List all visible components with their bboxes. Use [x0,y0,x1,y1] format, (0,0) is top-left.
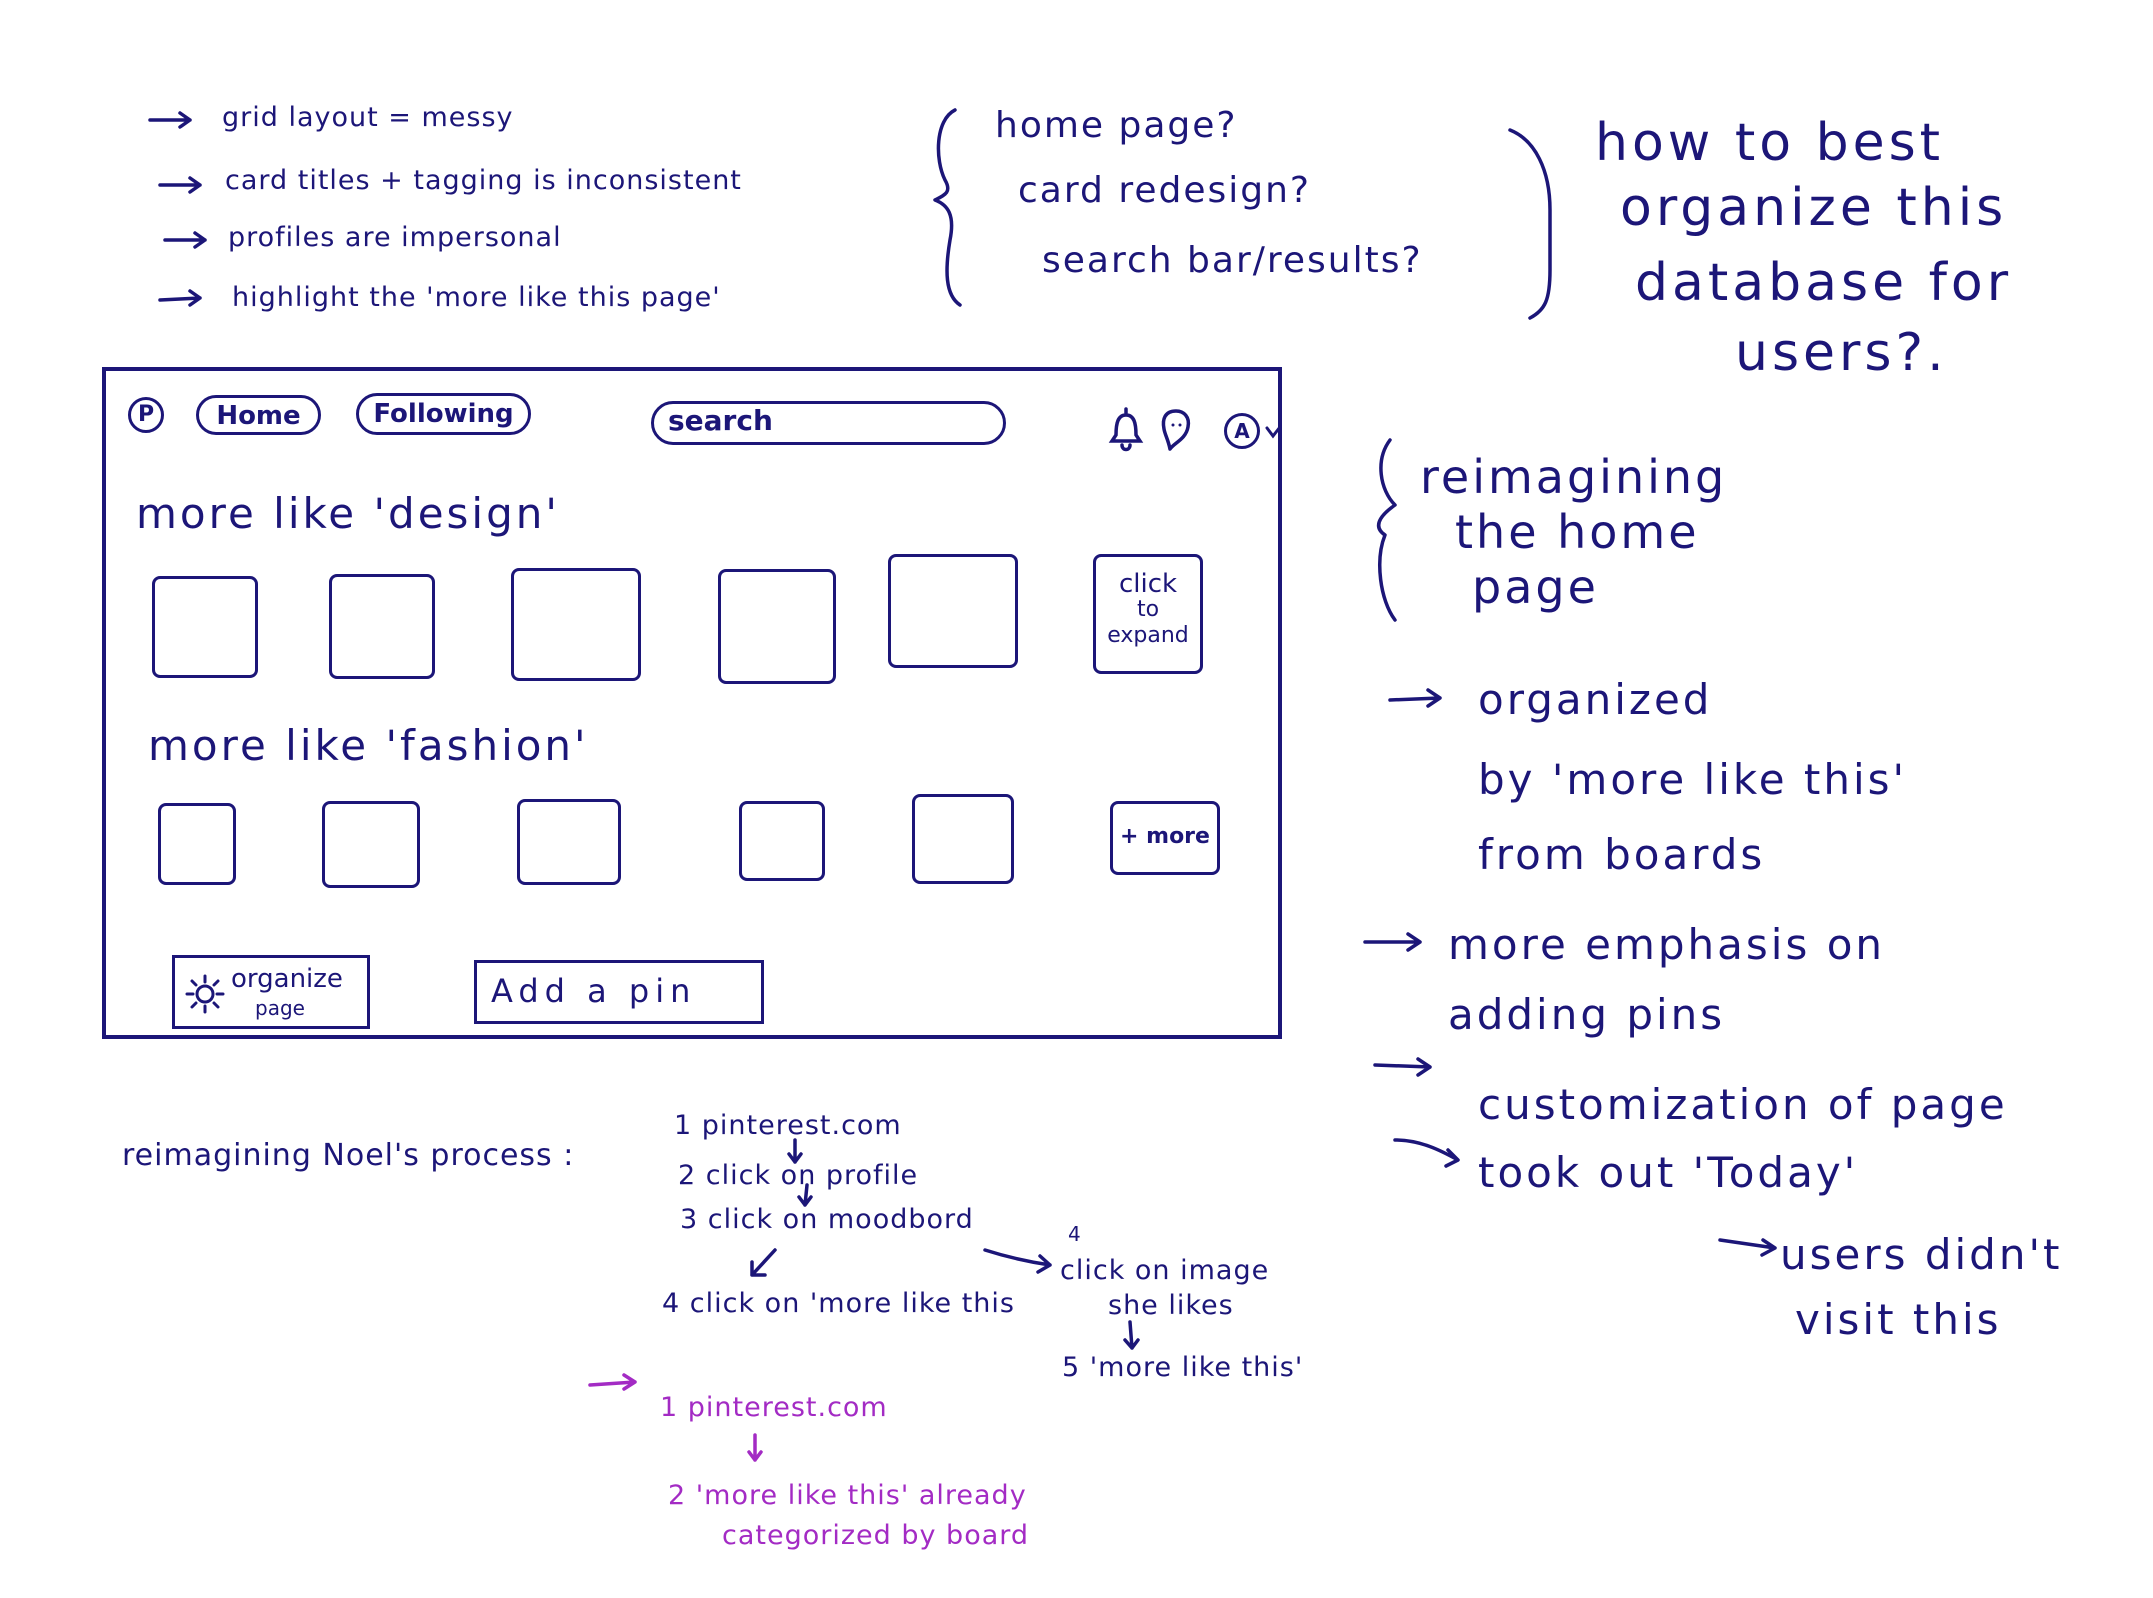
process-step-4b: she likes [1108,1290,1234,1321]
arrow-right-icon [588,1373,637,1391]
nav-following-button[interactable]: Following [356,393,531,435]
expand-card-label: expand [1107,623,1189,648]
arrow-down-icon [1123,1320,1140,1350]
pin-card[interactable] [912,794,1014,884]
pin-card[interactable] [511,568,641,681]
more-card-label: + more [1120,824,1210,849]
wireframe-frame: P Home Following search A more like 'des… [102,367,1282,1039]
organize-label: organize [231,964,343,994]
pin-card[interactable] [322,801,420,888]
big-question-line-2: organize this [1620,178,2008,238]
note-organized: by 'more like this' [1478,755,1908,804]
right-bracket-icon [1508,128,1552,320]
more-card[interactable]: + more [1110,801,1220,875]
organize-page-button[interactable]: organize page [172,955,370,1029]
pin-card[interactable] [158,803,236,885]
question-home-page: home page? [995,105,1238,146]
note-grid-layout: grid layout = messy [222,102,514,133]
process-step-1: 1 pinterest.com [674,1110,902,1141]
expand-card-label: to [1136,597,1160,622]
bell-icon[interactable] [1106,405,1146,455]
process-step-4b: click on image [1060,1255,1270,1286]
section-title-design: more like 'design' [136,489,560,538]
new-step-2: categorized by board [722,1520,1030,1551]
gear-icon [185,974,225,1014]
arrow-right-icon [1718,1238,1777,1257]
process-label: reimagining Noel's process : [122,1138,575,1173]
add-pin-button[interactable]: Add a pin [474,960,764,1024]
left-brace-icon [1377,438,1397,622]
arrow-right-icon [1363,932,1422,952]
note-profiles: profiles are impersonal [228,222,562,253]
reimagining-line-2: the home [1455,505,1700,559]
arrow-right-icon [158,289,202,307]
process-step-4a: 4 click on 'more like this [662,1288,1015,1319]
note-users-didnt: visit this [1795,1295,2002,1344]
section-title-fashion: more like 'fashion' [148,721,589,770]
pin-card[interactable] [718,569,836,684]
arrow-right-icon [1393,1138,1460,1168]
note-card-titles: card titles + tagging is inconsistent [225,165,742,196]
arrow-right-icon [163,231,207,249]
arrow-down-icon [787,1138,803,1164]
arrow-down-icon [797,1183,813,1207]
note-organized: from boards [1478,830,1766,879]
process-step-5: 5 'more like this' [1062,1352,1304,1383]
reimagining-line-3: page [1472,560,1599,614]
arrow-right-icon [148,111,192,129]
arrow-down-left-icon [750,1248,777,1277]
chat-bubble-icon[interactable] [1156,405,1196,455]
pin-card[interactable] [152,576,258,678]
logo-icon[interactable]: P [128,397,164,433]
note-highlight: highlight the 'more like this page' [232,282,721,313]
arrow-right-icon [158,176,202,194]
note-emphasis: adding pins [1448,990,1726,1039]
process-step-3: 3 click on moodbord [680,1204,974,1235]
chevron-down-icon[interactable] [1264,423,1284,443]
new-step-1: 1 pinterest.com [660,1392,888,1423]
reimagining-line-1: reimagining [1420,450,1728,504]
big-question-line-1: how to best [1595,113,1945,173]
left-brace-icon [933,108,962,307]
process-step-2: 2 click on profile [678,1160,919,1191]
arrow-down-right-icon [983,1248,1052,1274]
question-search-bar: search bar/results? [1042,240,1423,281]
new-step-2: 2 'more like this' already [668,1480,1027,1511]
organize-label: page [255,996,305,1020]
question-card-redesign: card redesign? [1018,170,1312,211]
big-question-line-3: database for [1635,253,2013,313]
arrow-right-icon [1388,688,1442,708]
expand-card-label: click [1118,569,1178,599]
pin-card[interactable] [329,574,435,679]
note-emphasis: more emphasis on [1448,920,1886,969]
process-step-4b-num: 4 [1068,1222,1082,1246]
arrow-down-icon [747,1433,763,1462]
note-customization: customization of page [1478,1080,2008,1129]
note-organized: organized [1478,675,1713,724]
big-question-line-4: users?. [1735,323,1948,383]
avatar[interactable]: A [1224,413,1260,449]
pin-card[interactable] [739,801,825,881]
search-input[interactable]: search [651,401,1006,445]
arrow-right-icon [1373,1057,1432,1077]
nav-home-button[interactable]: Home [196,395,321,435]
note-took-out: took out 'Today' [1478,1148,1859,1197]
pin-card[interactable] [517,799,621,885]
expand-card[interactable]: click to expand [1093,554,1203,674]
pin-card[interactable] [888,554,1018,668]
note-users-didnt: users didn't [1780,1230,2063,1279]
